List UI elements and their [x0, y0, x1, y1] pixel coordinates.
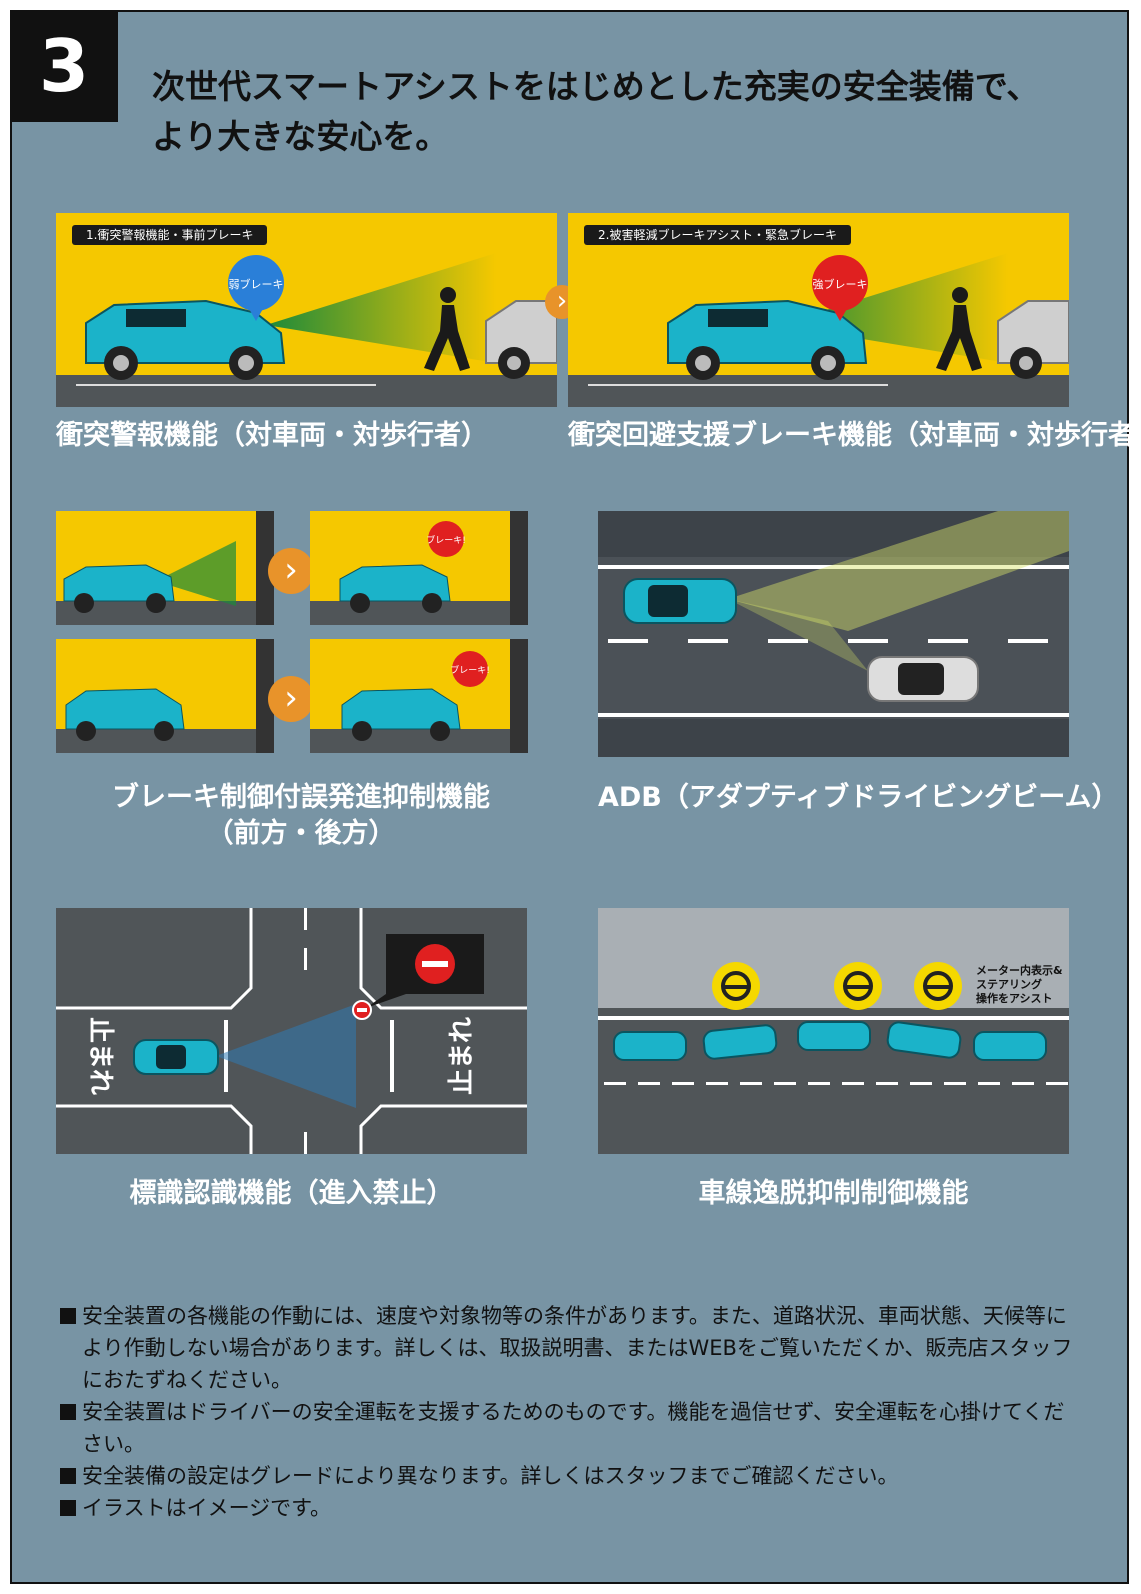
section-number: 3 [38, 24, 90, 108]
note-text: 安全装備の設定はグレードにより異なります。詳しくはスタッフまでご確認ください。 [82, 1464, 899, 1488]
assist-note-line-3: 操作をアシスト [976, 991, 1053, 1005]
mis-start-front-panel-2: ブレーキ! [310, 511, 528, 625]
caption-line-2: （前方・後方） [206, 818, 396, 849]
feature-caption: 車線逸脱抑制制御機能 [698, 1178, 969, 1209]
car-icon [886, 1021, 962, 1059]
section-number-badge: 3 [10, 10, 118, 122]
feature-caption: 衝突回避支援ブレーキ機能（対車両・対歩行者） [568, 420, 1141, 451]
steering-wheel-icon [834, 962, 882, 1010]
road-marking-right: 止まれ [447, 1017, 477, 1095]
bullet-square-icon [60, 1404, 76, 1420]
headline-line-1: 次世代スマートアシストをはじめとした充実の安全装備で、 [152, 67, 1040, 106]
bullet-square-icon [60, 1468, 76, 1484]
note-text: 安全装置はドライバーの安全運転を支援するためのものです。機能を過信せず、安全運転… [82, 1400, 1065, 1456]
note-item: 安全装備の設定はグレードにより異なります。詳しくはスタッフまでご確認ください。 [60, 1460, 1080, 1492]
sign-recognition-illustration: 止まれ 止まれ [56, 908, 527, 1154]
note-text: イラストはイメージです。 [82, 1496, 332, 1520]
headline-line-2: より大きな安心を。 [152, 117, 449, 156]
feature-caption: 衝突警報機能（対車両・対歩行者） [56, 420, 488, 451]
collision-warning-illustration: 弱ブレーキ 1.衝突警報機能・事前ブレーキ [56, 213, 557, 407]
feature-caption: 標識認識機能（進入禁止） [129, 1178, 454, 1209]
assist-note-line-1: メーター内表示& [976, 963, 1063, 977]
mis-start-rear-panel-2: ブレーキ! [310, 639, 528, 753]
car-icon [485, 300, 557, 379]
feature-caption: ADB（アダプティブドライビングビーム） [598, 782, 1119, 813]
car-icon [623, 578, 737, 624]
car-icon [613, 1031, 687, 1061]
note-item: イラストはイメージです。 [60, 1492, 1080, 1524]
bubble-label: ブレーキ! [450, 664, 490, 676]
disclaimer-notes: 安全装置の各機能の作動には、速度や対象物等の条件があります。また、道路状況、車両… [60, 1300, 1080, 1524]
adb-illustration [598, 511, 1069, 757]
feature-tag: 1.衝突警報機能・事前ブレーキ [72, 225, 268, 245]
steering-wheel-icon [914, 962, 962, 1010]
assist-note-line-2: ステアリング [976, 977, 1042, 991]
lane-departure-illustration: メーター内表示& ステアリング 操作をアシスト [598, 908, 1069, 1154]
pedestrian-icon [936, 287, 982, 371]
car-icon [667, 299, 868, 380]
next-arrow-icon: › [268, 548, 314, 594]
bubble-weak-brake: 弱ブレーキ [228, 255, 284, 321]
section-headline: 次世代スマートアシストをはじめとした充実の安全装備で、 より大きな安心を。 [152, 62, 1102, 162]
pedestrian-icon [424, 287, 470, 371]
car-icon [997, 300, 1069, 379]
note-item: 安全装置の各機能の作動には、速度や対象物等の条件があります。また、道路状況、車両… [60, 1300, 1080, 1396]
note-item: 安全装置はドライバーの安全運転を支援するためのものです。機能を過信せず、安全運転… [60, 1396, 1080, 1460]
bubble-label: 弱ブレーキ [229, 277, 284, 291]
mis-start-front-panel-1 [56, 511, 274, 625]
steering-wheel-icon [712, 962, 760, 1010]
bubble-strong-brake: 強ブレーキ [812, 255, 868, 321]
car-icon [797, 1021, 871, 1051]
mis-start-rear-panel-1 [56, 639, 274, 753]
bullet-square-icon [60, 1500, 76, 1516]
no-entry-sign-icon [352, 934, 484, 1020]
collision-avoidance-illustration: 強ブレーキ 2.被害軽減ブレーキアシスト・緊急ブレーキ [568, 213, 1069, 407]
road-marking-left: 止まれ [85, 1017, 115, 1095]
car-icon [867, 656, 979, 702]
next-arrow-icon: › [268, 676, 314, 722]
feature-tag: 2.被害軽減ブレーキアシスト・緊急ブレーキ [584, 225, 851, 245]
car-icon [133, 1039, 219, 1075]
note-text: 安全装置の各機能の作動には、速度や対象物等の条件があります。また、道路状況、車両… [82, 1304, 1073, 1392]
car-icon [702, 1024, 778, 1060]
feature-caption: ブレーキ制御付誤発進抑制機能 （前方・後方） [56, 780, 546, 852]
bubble-label: ブレーキ! [426, 534, 466, 546]
bullet-square-icon [60, 1308, 76, 1324]
car-icon [973, 1031, 1047, 1061]
car-icon [85, 299, 286, 380]
caption-line-1: ブレーキ制御付誤発進抑制機能 [112, 782, 490, 813]
bubble-label: 強ブレーキ [813, 277, 868, 291]
